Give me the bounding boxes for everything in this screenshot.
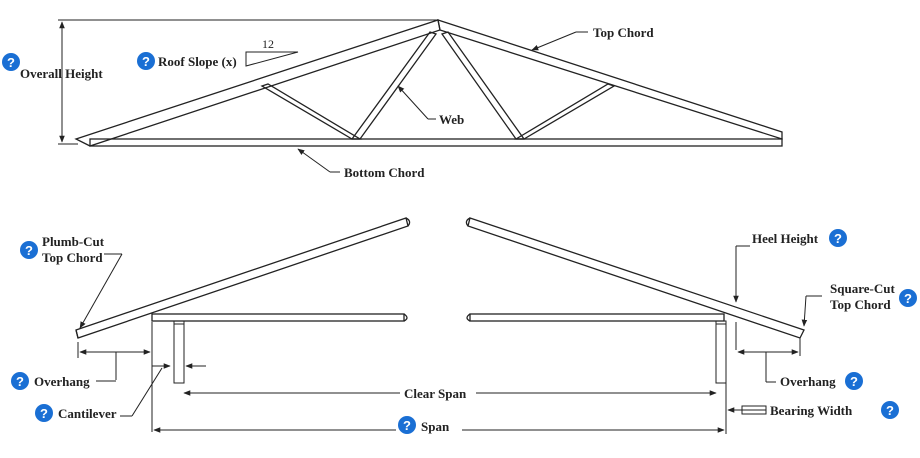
cantilever-leader xyxy=(131,367,163,417)
plumb-cut-label-1: Plumb-Cut xyxy=(42,234,105,249)
overall-height-label: Overall Height xyxy=(20,66,103,81)
break-line-right-bottom xyxy=(466,313,471,322)
help-plumb-cut[interactable]: ? xyxy=(20,241,38,259)
help-question-icon: ? xyxy=(403,418,411,433)
web-leader xyxy=(397,85,429,120)
clear-span-label: Clear Span xyxy=(404,386,467,401)
help-cantilever[interactable]: ? xyxy=(35,404,53,422)
help-square-cut[interactable]: ? xyxy=(899,289,917,307)
plumb-cut-label-2: Top Chord xyxy=(42,250,103,265)
web-label: Web xyxy=(439,112,464,127)
slope-run-label: 12 xyxy=(262,37,274,51)
help-roof-slope[interactable]: ? xyxy=(137,52,155,70)
heel-detail xyxy=(75,217,822,440)
top-chord-leader xyxy=(531,31,577,51)
break-line-left-bottom xyxy=(403,313,408,322)
help-bearing-width[interactable]: ? xyxy=(881,401,899,419)
help-heel-height[interactable]: ? xyxy=(829,229,847,247)
help-question-icon: ? xyxy=(16,374,24,389)
bearing-width-label: Bearing Width xyxy=(770,403,853,418)
help-span[interactable]: ? xyxy=(398,416,416,434)
square-cut-label-2: Top Chord xyxy=(830,297,891,312)
help-question-icon: ? xyxy=(850,374,858,389)
break-line-right-top xyxy=(465,217,471,227)
bottom-chord-label: Bottom Chord xyxy=(344,165,425,180)
left-detail-bottom-chord xyxy=(151,313,405,322)
slope-triangle xyxy=(245,51,299,67)
help-overhang-left[interactable]: ? xyxy=(11,372,29,390)
break-line-left-top xyxy=(405,217,411,227)
help-question-icon: ? xyxy=(25,243,33,258)
square-cut-label-1: Square-Cut xyxy=(830,281,895,296)
right-detail-bottom-chord xyxy=(469,313,725,322)
help-question-icon: ? xyxy=(886,403,894,418)
span-label: Span xyxy=(421,419,450,434)
bottom-chord-leader xyxy=(297,148,331,173)
help-question-icon: ? xyxy=(904,291,912,306)
help-overall-height[interactable]: ? xyxy=(2,53,20,71)
help-question-icon: ? xyxy=(40,406,48,421)
bearing-width-tab xyxy=(741,405,767,415)
web-right-outer xyxy=(513,83,616,140)
bottom-chord-member xyxy=(89,138,783,147)
roof-slope-label: Roof Slope (x) xyxy=(158,54,237,69)
left-bearing-post xyxy=(173,320,185,384)
help-question-icon: ? xyxy=(142,54,150,69)
truss-elevation: 12 xyxy=(58,19,783,173)
web-left-outer xyxy=(260,83,363,140)
top-chord-left xyxy=(74,19,441,147)
overhang-left-label: Overhang xyxy=(34,374,90,389)
plumb-cut-end xyxy=(75,329,79,339)
left-detail-top-chord xyxy=(75,217,409,339)
top-chord-label: Top Chord xyxy=(593,25,654,40)
web-left-inner xyxy=(350,31,438,140)
heel-height-label: Heel Height xyxy=(752,231,819,246)
clear-span-label-bg xyxy=(400,384,476,402)
help-overhang-right[interactable]: ? xyxy=(845,372,863,390)
cantilever-label: Cantilever xyxy=(58,406,117,421)
plumb-cut-leader xyxy=(79,253,123,329)
overhang-right-label: Overhang xyxy=(780,374,836,389)
square-cut-leader xyxy=(801,295,808,327)
right-bearing-post xyxy=(715,320,727,384)
help-question-icon: ? xyxy=(834,231,842,246)
help-question-icon: ? xyxy=(7,55,15,70)
